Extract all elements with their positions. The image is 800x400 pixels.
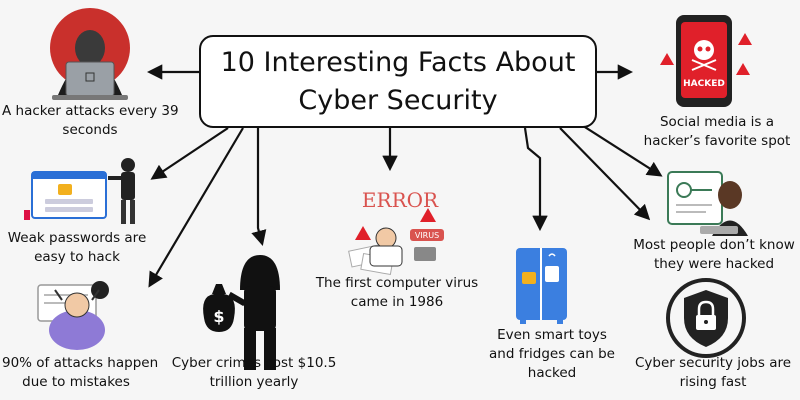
arrow-to-fact-2	[150, 127, 229, 180]
fact-label-3: 90% of attacks happen due to mistakes	[2, 355, 159, 390]
fact-label-9: Cyber security jobs are rising fast	[634, 355, 792, 390]
hacked-text: HACKED	[683, 79, 725, 89]
error-text: ERROR	[362, 188, 439, 212]
connector-arrows	[146, 64, 663, 288]
fact-label-7: Social media is a hacker’s favorite spot	[643, 114, 791, 149]
fact-label-6: Even smart toys and fridges can be hacke…	[489, 327, 615, 381]
arrow-to-fact-9	[576, 121, 663, 177]
arrow-to-fact-8	[559, 127, 651, 221]
error-virus-icon: ERROR VIRUS	[348, 188, 444, 276]
fact-label-4: Cyber crimes cost $10.5 trillion yearly	[171, 355, 337, 390]
arrow-to-fact-3	[148, 127, 244, 288]
hacked-phone-icon: HACKED	[660, 15, 752, 107]
title-line-1: 10 Interesting Facts About	[220, 46, 576, 78]
fact-label-8: Most people don’t know they were hacked	[633, 237, 795, 272]
arrow-to-fact-6	[523, 127, 548, 232]
phishing-user-icon	[667, 171, 748, 236]
smart-fridge-icon	[516, 248, 567, 324]
arrow-to-fact-4	[251, 128, 267, 246]
thief-money-bag-icon: $	[203, 255, 280, 370]
diagram-title-box: 10 Interesting Facts About Cyber Securit…	[199, 35, 597, 128]
hacker-laptop-icon	[50, 8, 130, 100]
dollar-sign: $	[213, 307, 224, 326]
security-shield-lock-icon	[666, 278, 746, 358]
title-line-2: Cyber Security	[298, 84, 498, 116]
fact-label-1: A hacker attacks every 39 seconds	[2, 103, 179, 138]
fact-label-5: The first computer virus came in 1986	[315, 275, 479, 310]
virus-text: VIRUS	[415, 231, 439, 240]
password-login-icon	[24, 158, 135, 224]
fact-label-2: Weak passwords are easy to hack	[7, 230, 147, 265]
stressed-user-icon	[37, 281, 109, 350]
